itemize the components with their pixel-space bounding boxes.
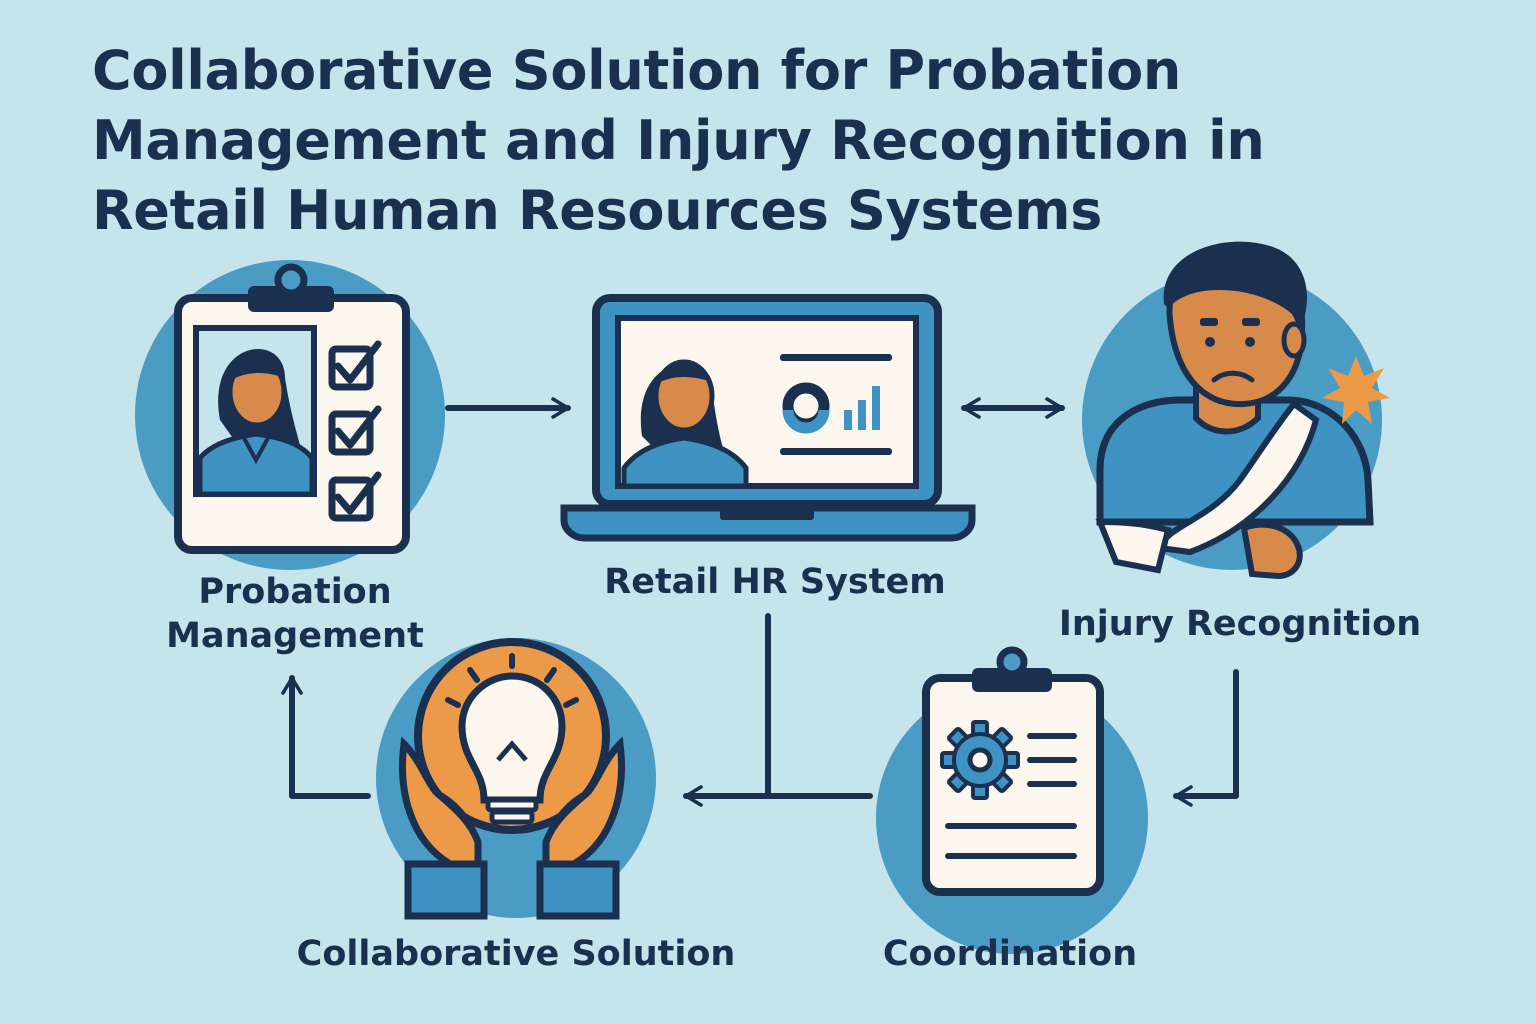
title-line-2: Management and Injury Recognition in [92, 109, 1265, 172]
diagram-title: Collaborative Solution for Probation Man… [92, 36, 1422, 246]
node-label-collaborative-solution: Collaborative Solution [296, 934, 736, 974]
clipboard-checklist-icon [135, 260, 445, 570]
node-label-coordination: Coordination [882, 934, 1138, 974]
arrow-collaborative-to-probation [281, 675, 371, 799]
hands-lightbulb-icon [376, 638, 656, 920]
laptop-dashboard-icon [560, 294, 976, 542]
probation-label-line-1: Probation [198, 572, 392, 612]
node-label-injury-recognition: Injury Recognition [1058, 604, 1422, 644]
node-label-retail-hr-system: Retail HR System [604, 562, 946, 602]
injured-person-sling-icon [1082, 241, 1390, 580]
title-line-1: Collaborative Solution for Probation [92, 39, 1182, 102]
probation-label-line-2: Management [166, 616, 424, 656]
arrow-injury-to-coordination [1173, 669, 1239, 807]
node-label-probation-management: Probation Management [130, 570, 460, 658]
title-line-3: Retail Human Resources Systems [92, 179, 1103, 242]
clipboard-gear-icon [876, 646, 1148, 954]
